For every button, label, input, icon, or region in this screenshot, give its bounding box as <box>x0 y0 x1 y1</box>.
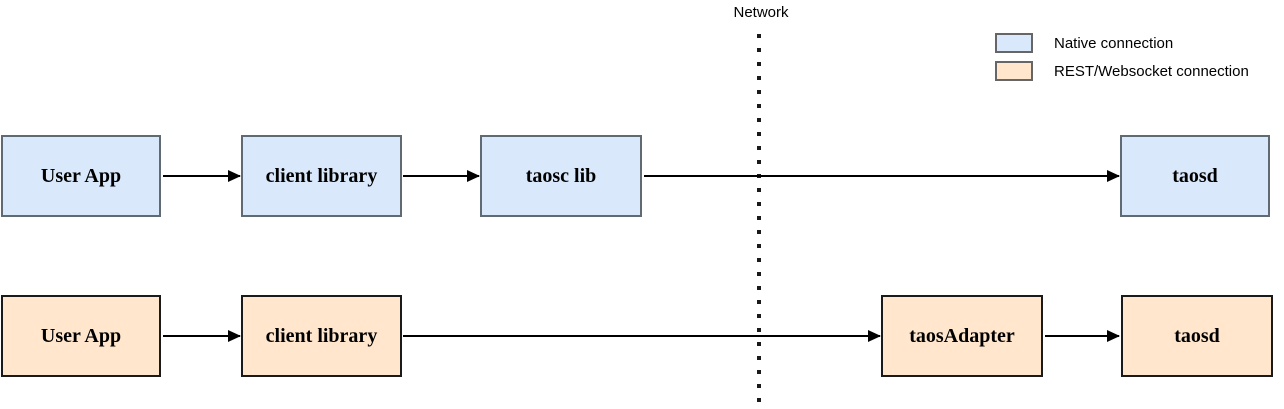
arrowhead-icon <box>228 330 241 342</box>
arrowhead-icon <box>228 170 241 182</box>
arrow-connector <box>644 170 1120 182</box>
arrowhead-icon <box>868 330 881 342</box>
arrowhead-icon <box>467 170 480 182</box>
native-swatch-icon <box>995 33 1033 53</box>
legend-item-native: Native connection <box>995 31 1173 55</box>
arrow-connector <box>163 330 241 342</box>
box-user-app-rest: User App <box>1 295 161 377</box>
network-divider-dotted-line <box>757 34 761 402</box>
box-taosc-lib: taosc lib <box>480 135 642 217</box>
rest-swatch-icon <box>995 61 1033 81</box>
legend-item-rest: REST/Websocket connection <box>995 59 1249 83</box>
arrowhead-icon <box>1107 170 1120 182</box>
box-taosd-rest: taosd <box>1121 295 1273 377</box>
legend-label-native: Native connection <box>1054 34 1174 52</box>
arrow-connector <box>163 170 241 182</box>
box-client-library-native: client library <box>241 135 402 217</box>
arrowhead-icon <box>1107 330 1120 342</box>
arrow-connector <box>1045 330 1120 342</box>
arrow-connector <box>403 330 881 342</box>
network-label: Network <box>733 4 789 21</box>
box-user-app-native: User App <box>1 135 161 217</box>
arrow-connector <box>403 170 480 182</box>
box-taosadapter: taosAdapter <box>881 295 1043 377</box>
box-taosd-native: taosd <box>1120 135 1270 217</box>
legend-label-rest: REST/Websocket connection <box>1054 62 1249 80</box>
box-client-library-rest: client library <box>241 295 402 377</box>
